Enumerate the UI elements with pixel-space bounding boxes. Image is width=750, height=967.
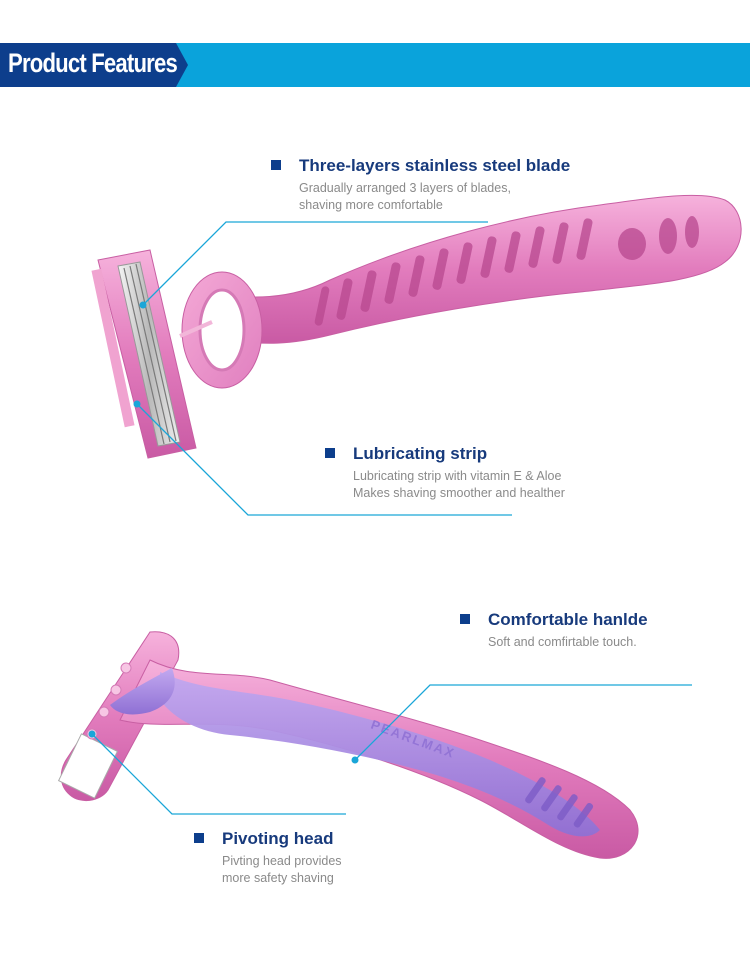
bullet-square-icon: [325, 448, 335, 458]
feature-desc-line: more safety shaving: [222, 871, 334, 885]
section-banner: Product Features: [0, 43, 750, 87]
razor-top-handle: [203, 194, 742, 344]
feature-desc-line: Lubricating strip with vitamin E & Aloe: [353, 469, 562, 483]
callout-line-strip: [136, 403, 512, 516]
feature-description: Lubricating strip with vitamin E & Aloe …: [353, 468, 565, 502]
razor-top-image: [91, 194, 742, 459]
banner-title: Product Features: [8, 48, 178, 78]
feature-title: Comfortable hanlde: [488, 610, 648, 629]
feature-description: Pivting head provides more safety shavin…: [222, 853, 342, 887]
callout-dots: [88, 301, 359, 764]
bullet-square-icon: [460, 614, 470, 624]
feature-desc-line: Pivting head provides: [222, 854, 342, 868]
feature-title: Pivoting head: [222, 829, 334, 848]
feature-desc-line: shaving more comfortable: [299, 198, 443, 212]
feature-title: Three-layers stainless steel blade: [299, 156, 571, 175]
banner-arrow-icon: [176, 43, 188, 87]
razor-bottom-grip: [525, 777, 594, 828]
banner-tag: [0, 43, 176, 87]
bullet-square-icon: [194, 833, 204, 843]
bullet-square-icon: [271, 160, 281, 170]
callout-line-pivot: [91, 733, 346, 815]
feature-description: Soft and comfirtable touch.: [488, 634, 637, 651]
feature-desc-line: Gradually arranged 3 layers of blades,: [299, 181, 511, 195]
razor-bottom-image: PEARLMAX: [57, 631, 639, 859]
callout-line-blade: [142, 221, 488, 306]
callout-lines: [91, 221, 692, 815]
feature-desc-line: Soft and comfirtable touch.: [488, 635, 637, 649]
feature-description: Gradually arranged 3 layers of blades, s…: [299, 180, 511, 214]
razor-top-neck: [179, 271, 263, 389]
feature-desc-line: Makes shaving smoother and healther: [353, 486, 565, 500]
feature-title: Lubricating strip: [353, 444, 488, 463]
razor-top-grip: [314, 216, 699, 326]
callout-line-handle: [354, 684, 692, 761]
razor-top-blade-head: [91, 249, 197, 459]
